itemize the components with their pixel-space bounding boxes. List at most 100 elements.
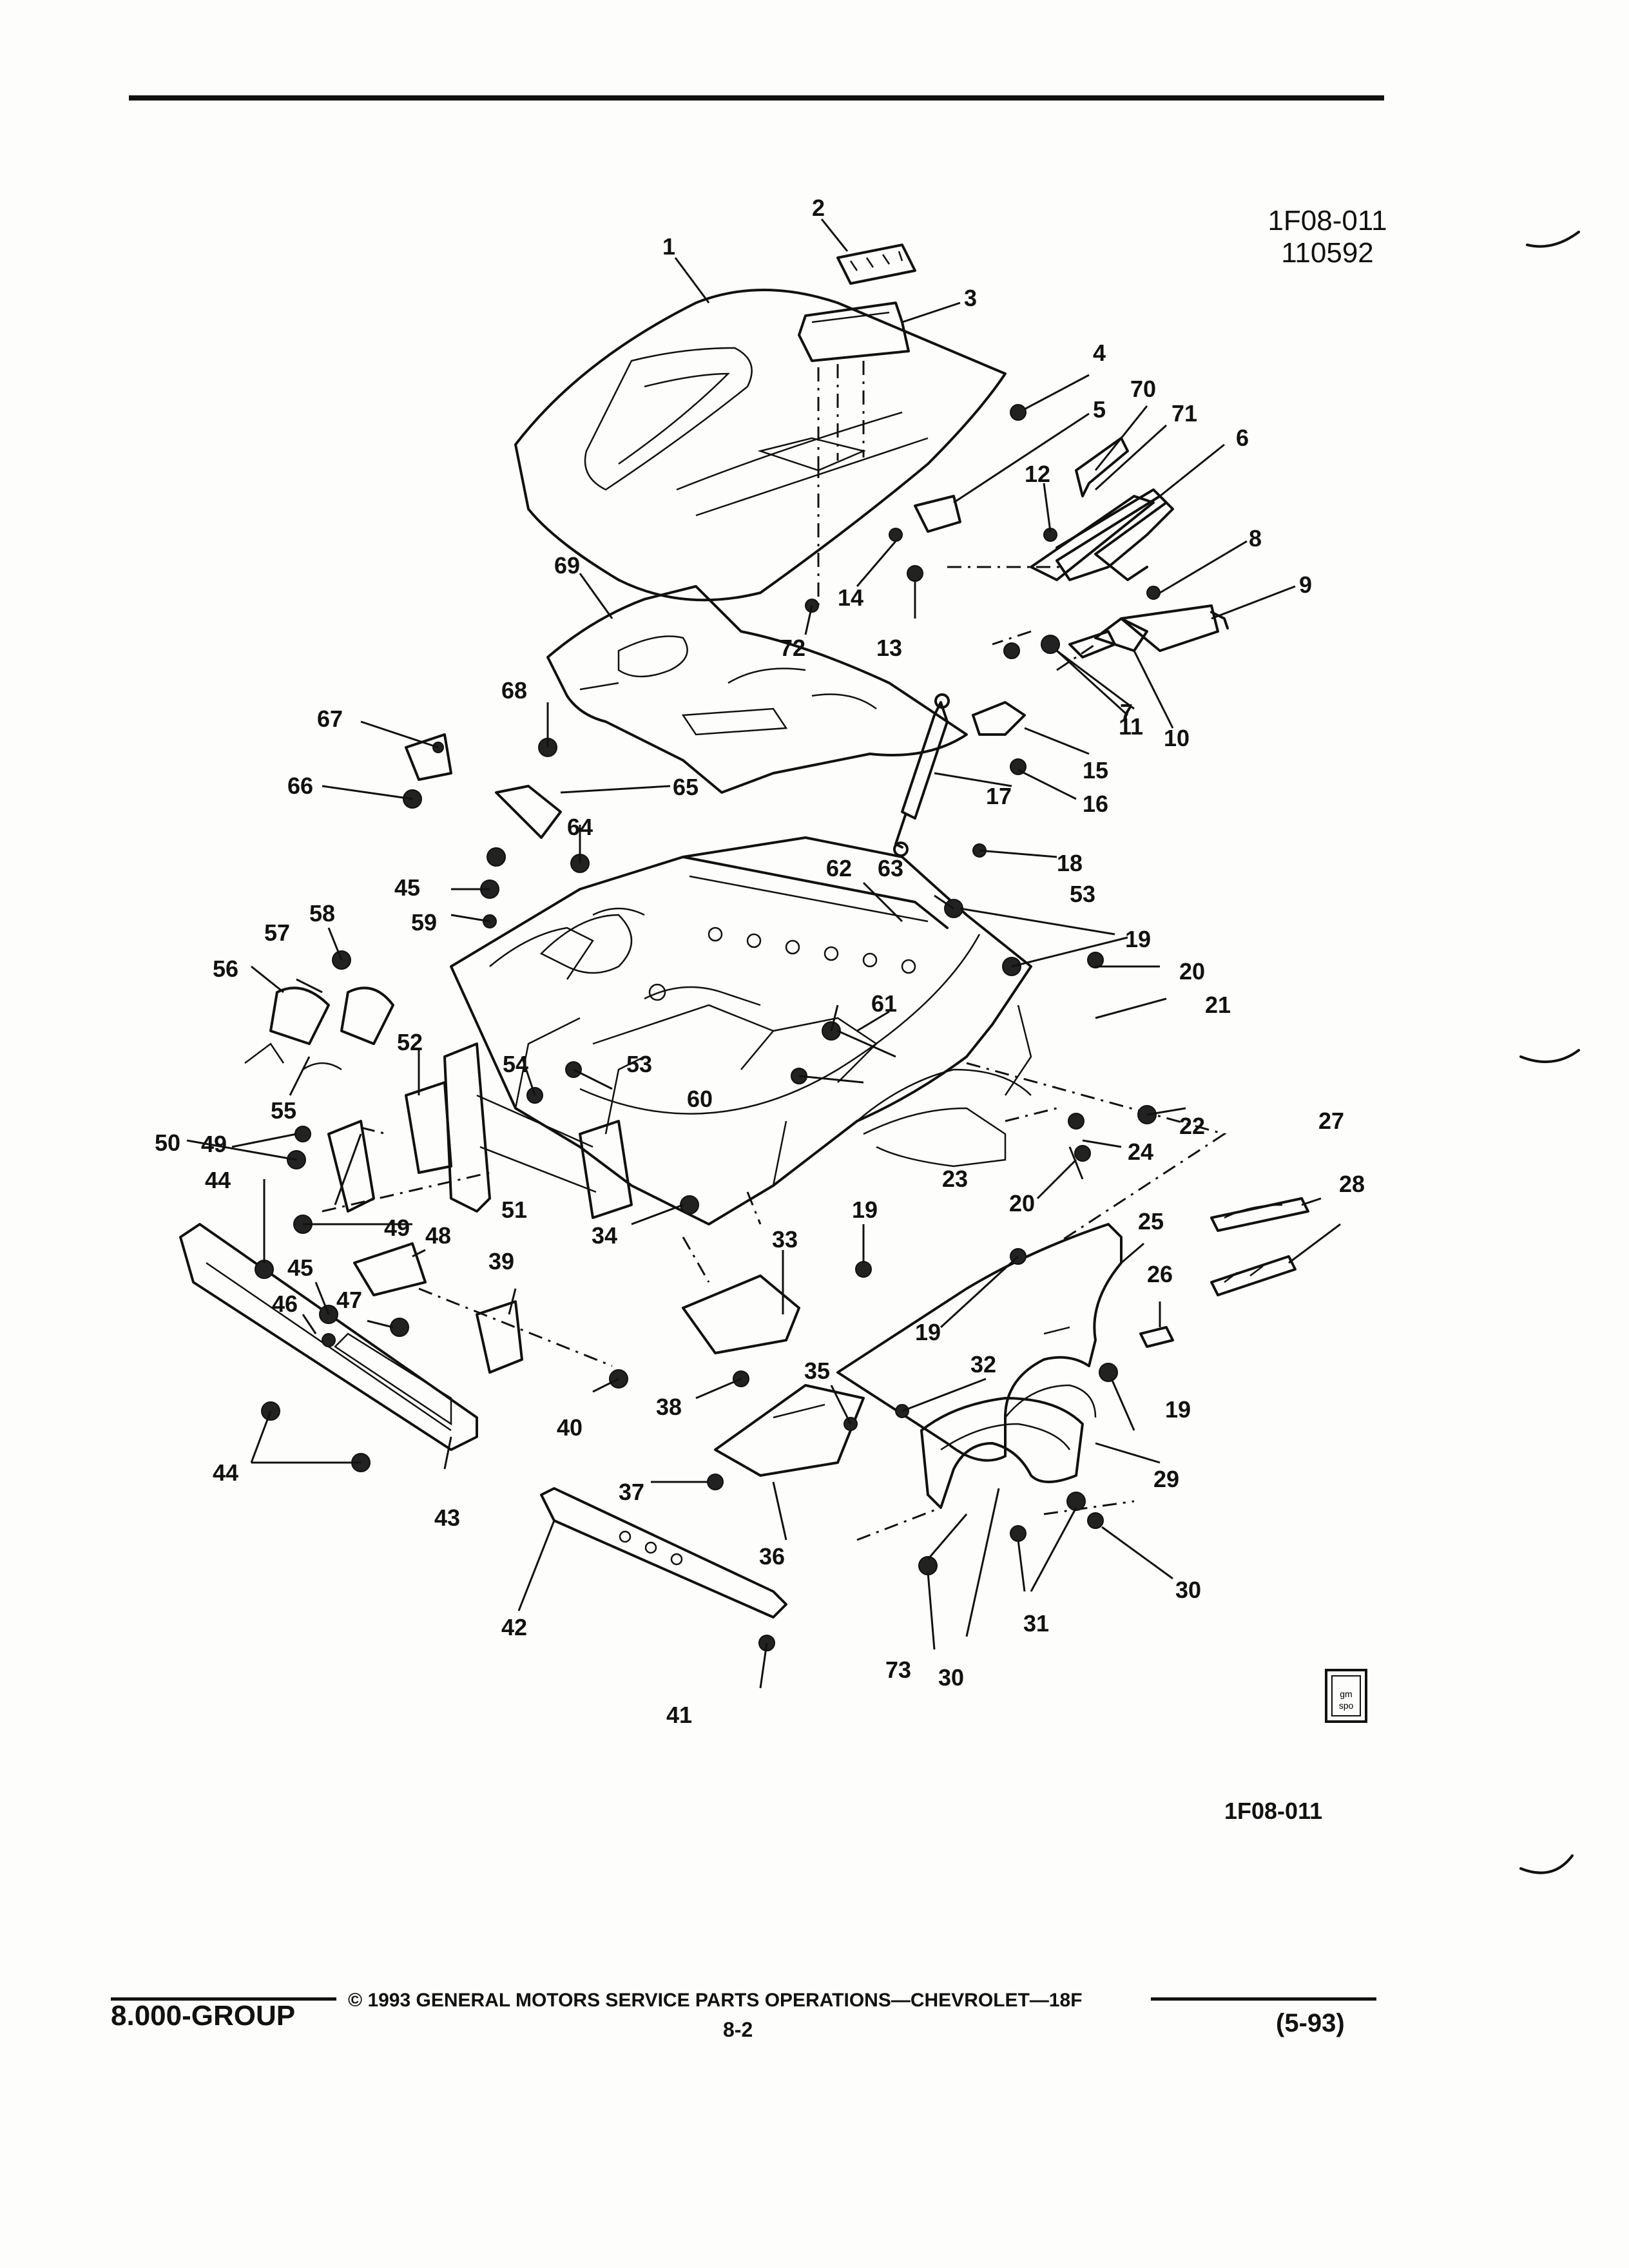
callout-20b: 20 [1009, 1190, 1035, 1216]
callout-53b: 53 [626, 1051, 652, 1077]
leader-lines [186, 218, 1341, 1689]
callout-52: 52 [397, 1029, 423, 1055]
callout-12: 12 [1025, 461, 1050, 487]
front-air-dam [540, 1487, 787, 1619]
callout-19: 19 [1125, 926, 1151, 952]
callout-73: 73 [885, 1657, 911, 1683]
callout-15: 15 [1083, 757, 1108, 783]
callout-58: 58 [309, 900, 335, 927]
callout-2: 2 [812, 195, 825, 221]
illustration-code-footer: 1F08-011 [1224, 1798, 1323, 1824]
callout-4: 4 [1093, 340, 1106, 366]
callout-71: 71 [1171, 400, 1197, 427]
callout-48: 48 [425, 1222, 451, 1249]
callout-26: 26 [1147, 1261, 1173, 1287]
binder-mark-middle [1519, 1049, 1580, 1063]
callout-5: 5 [1093, 396, 1106, 423]
callout-22: 22 [1179, 1113, 1205, 1139]
callout-64: 64 [567, 814, 593, 840]
callout-62: 62 [826, 855, 852, 881]
callout-14: 14 [838, 584, 863, 611]
camaro-emblem [1210, 1197, 1309, 1232]
hood-release-cable-assembly [244, 986, 394, 1071]
hood-scoop [798, 302, 910, 362]
callout-24: 24 [1128, 1139, 1153, 1165]
strut-bracket [972, 701, 1026, 736]
callout-29: 29 [1153, 1466, 1179, 1492]
callout-17: 17 [986, 783, 1012, 809]
fasteners [255, 404, 1161, 1651]
hinge-upper-bracket [1075, 437, 1129, 497]
hinge-strap [1030, 495, 1155, 581]
hinge-support-plate [1068, 604, 1229, 658]
callout-63: 63 [878, 855, 903, 881]
bumper-bracket-right [682, 1274, 800, 1354]
hood-panel [514, 289, 1007, 602]
callout-33: 33 [772, 1226, 798, 1253]
callout-68: 68 [501, 677, 527, 704]
callout-44b: 44 [213, 1459, 238, 1486]
callout-21: 21 [1205, 992, 1231, 1018]
callout-41: 41 [666, 1702, 692, 1728]
callout-45: 45 [394, 874, 420, 901]
callout-19d: 19 [1165, 1396, 1191, 1423]
callout-45b: 45 [287, 1254, 313, 1281]
callout-7: 7 [1120, 699, 1133, 726]
strut-upper-mount [405, 733, 562, 839]
callout-3: 3 [964, 285, 977, 311]
illustration-code: 1F08-011 [1268, 205, 1387, 236]
callout-30b: 30 [938, 1664, 964, 1691]
callout-51: 51 [501, 1196, 527, 1223]
callout-66: 66 [287, 773, 313, 799]
callout-34: 34 [592, 1222, 617, 1249]
footer-rule-left [111, 1997, 336, 2001]
footer-group: 8.000-GROUP [111, 2000, 296, 2032]
callout-70: 70 [1130, 376, 1156, 402]
callout-38: 38 [656, 1394, 682, 1420]
wheelhouse-liner [920, 1397, 1084, 1509]
top-rule [129, 95, 1384, 101]
callout-9: 9 [1299, 572, 1312, 598]
callout-30: 30 [1175, 1577, 1201, 1603]
callout-16: 16 [1083, 791, 1108, 817]
binder-mark-top [1526, 231, 1580, 248]
callout-11: 11 [1119, 713, 1143, 740]
fender-insulator [1139, 1326, 1174, 1348]
callout-28: 28 [1339, 1171, 1365, 1197]
callout-50: 50 [155, 1129, 180, 1156]
hood-vent-grille [836, 244, 916, 285]
callout-46: 46 [272, 1291, 298, 1317]
callout-61: 61 [871, 990, 897, 1017]
callout-10: 10 [1164, 725, 1190, 751]
callout-60: 60 [687, 1086, 713, 1112]
callout-40: 40 [557, 1414, 583, 1441]
callout-42: 42 [501, 1614, 527, 1640]
callout-49b: 49 [384, 1215, 410, 1241]
callout-23: 23 [942, 1166, 968, 1192]
callout-65: 65 [673, 774, 699, 800]
hood-insulator [546, 585, 968, 794]
binder-mark-bottom [1519, 1854, 1574, 1874]
callout-53: 53 [1070, 881, 1095, 907]
footer-rule-right [1151, 1997, 1376, 2001]
callout-1: 1 [662, 233, 675, 260]
callout-56: 56 [213, 956, 238, 982]
z28-emblem [1210, 1255, 1296, 1296]
callout-55: 55 [271, 1097, 296, 1124]
callout-32: 32 [970, 1351, 996, 1378]
bumper-bracket-center [476, 1300, 523, 1374]
callout-59: 59 [411, 909, 437, 936]
headlamp-bracket [327, 1081, 452, 1213]
callout-13: 13 [876, 635, 902, 661]
callout-31: 31 [1023, 1610, 1049, 1637]
callout-6: 6 [1236, 425, 1249, 451]
footer-page-number: 8-2 [723, 2018, 753, 2041]
callout-18: 18 [1057, 850, 1083, 876]
callout-19b: 19 [852, 1196, 878, 1223]
illustration-code-header: 1F08-011 110592 [1250, 205, 1405, 269]
callout-57: 57 [264, 919, 290, 946]
callout-36: 36 [759, 1543, 785, 1570]
callout-67: 67 [317, 706, 343, 732]
